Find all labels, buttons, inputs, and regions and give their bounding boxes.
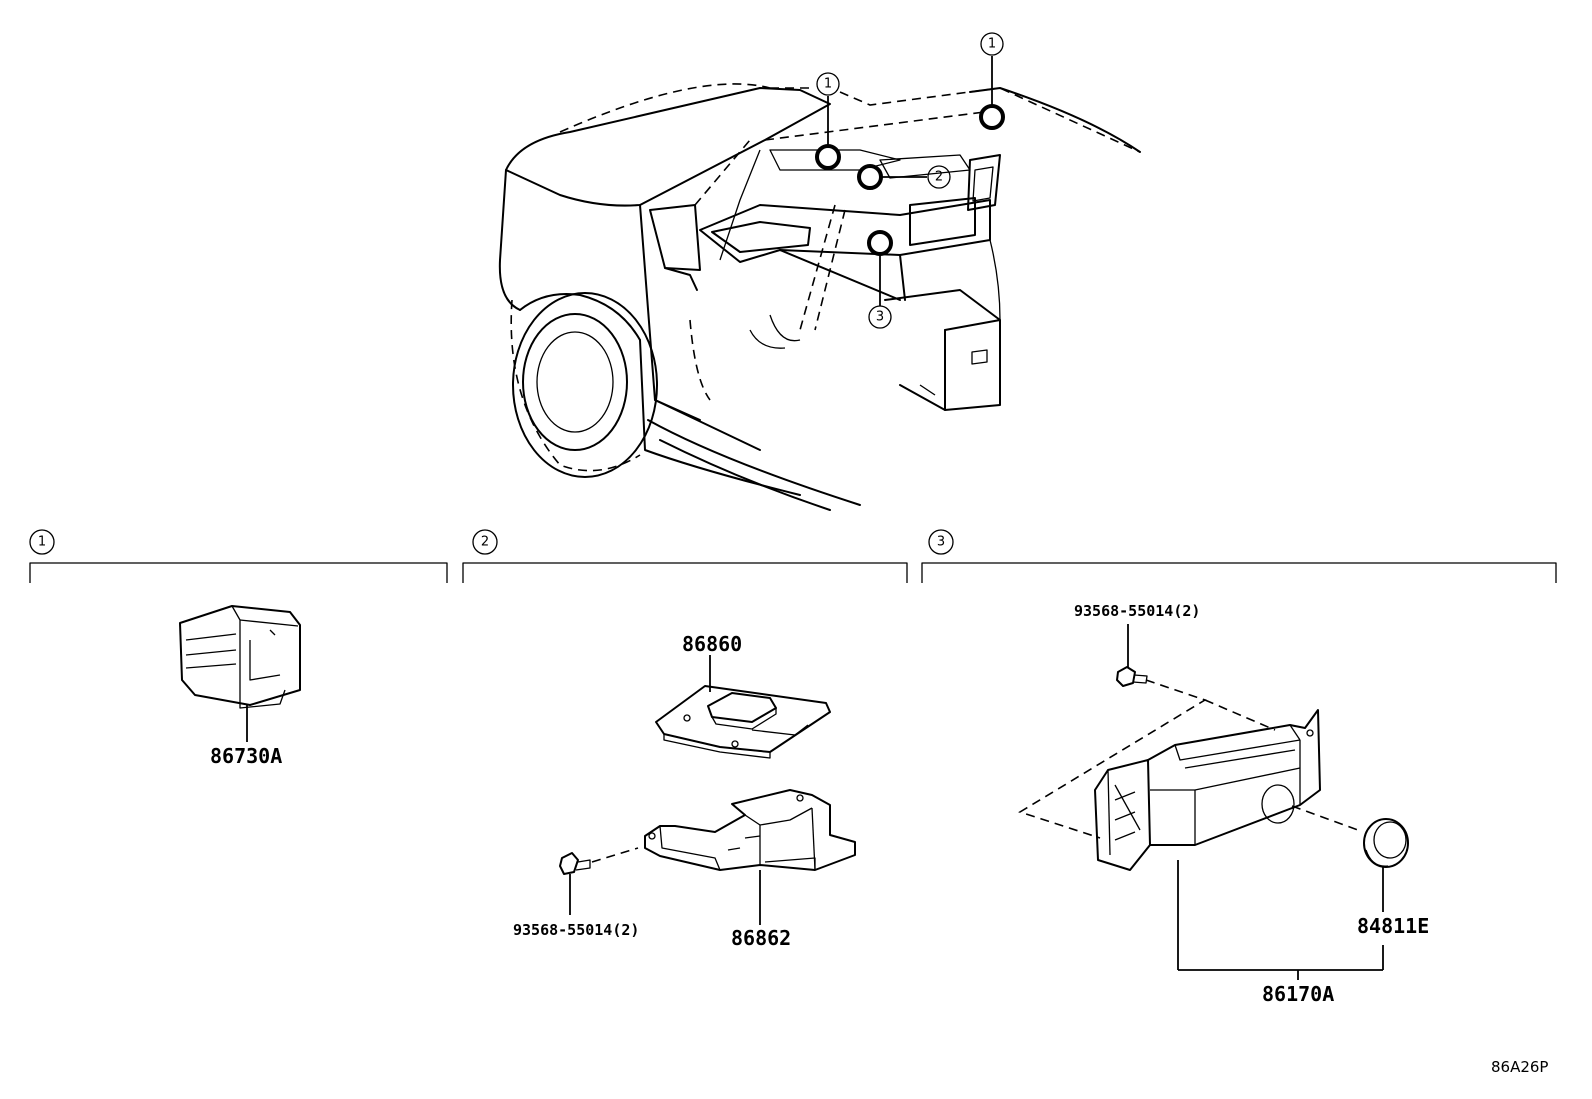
section-1-header: 1	[29, 529, 448, 583]
section-2-header: 2	[462, 529, 908, 583]
part-number-86730A: 86730A	[210, 744, 282, 768]
part-86860-module[interactable]: 86860	[655, 632, 831, 759]
part-number-86860: 86860	[682, 632, 742, 656]
section-3-header: 3	[921, 529, 1557, 583]
part-93568-screw-section-3[interactable]: 93568-55014(2)	[1074, 602, 1200, 687]
part-86170A-clock-assembly[interactable]: 86170A	[1018, 679, 1383, 1006]
overview-callout-1a[interactable]: 1	[816, 72, 840, 96]
part-number-86170A: 86170A	[1262, 982, 1334, 1006]
overview-callout-1b[interactable]: 1	[980, 32, 1004, 56]
part-number-84811E: 84811E	[1357, 914, 1429, 938]
overview-callout-2[interactable]: 2	[927, 165, 951, 189]
location-marker-3[interactable]	[867, 230, 893, 256]
part-86730A-switch[interactable]: 86730A	[179, 605, 301, 768]
section-number: 2	[481, 535, 489, 550]
part-93568-screw-section-2[interactable]: 93568-55014(2)	[513, 847, 639, 939]
part-number-86862: 86862	[731, 926, 791, 950]
part-number-93568-section-3: 93568-55014(2)	[1074, 602, 1200, 620]
location-marker-2[interactable]	[857, 164, 883, 190]
diagram-reference-code: 86A26P	[1491, 1058, 1548, 1076]
part-86862-bracket[interactable]: 86862	[644, 789, 856, 950]
callout-number: 1	[824, 77, 832, 92]
part-number-93568-section-2: 93568-55014(2)	[513, 921, 639, 939]
vehicle-overview: 1 1 2 3	[498, 32, 1141, 511]
location-marker-1b[interactable]	[979, 104, 1005, 130]
location-marker-1a[interactable]	[815, 144, 841, 170]
overview-callout-3[interactable]: 3	[868, 305, 892, 329]
callout-number: 3	[876, 310, 884, 325]
section-number: 3	[937, 535, 945, 550]
callout-number: 2	[935, 170, 943, 185]
part-84811E-knob[interactable]: 84811E	[1357, 818, 1429, 970]
callout-number: 1	[988, 37, 996, 52]
section-number: 1	[38, 535, 46, 550]
